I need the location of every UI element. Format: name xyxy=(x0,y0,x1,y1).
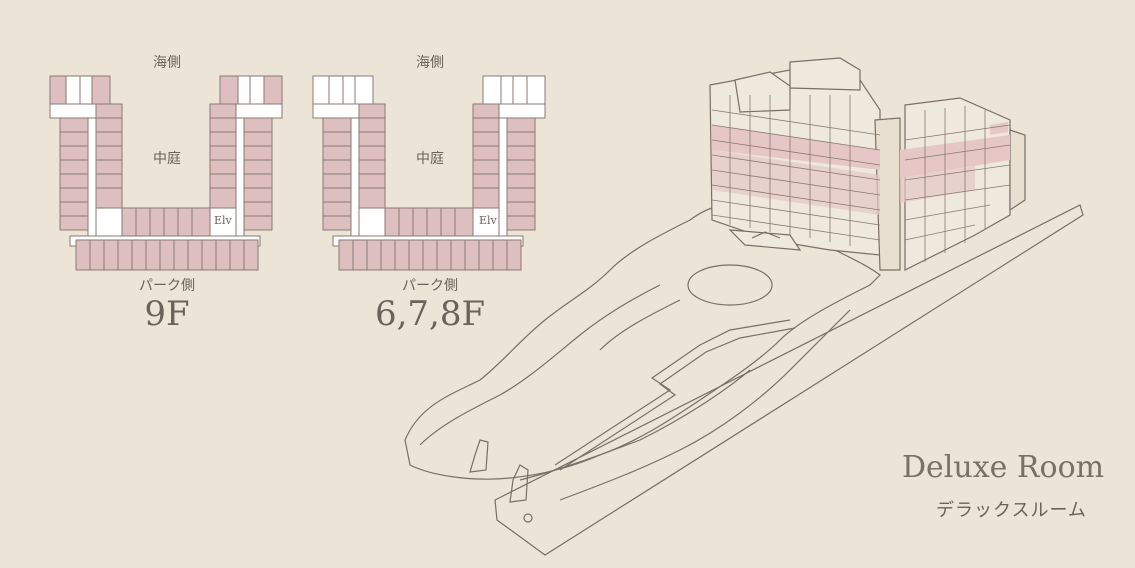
floor-label-9f: 9F xyxy=(144,294,190,334)
courtyard-label-678f: 中庭 xyxy=(416,151,444,167)
park-side-label-678f: パーク側 xyxy=(402,278,458,294)
floor-plan-9f xyxy=(49,75,283,271)
room-title: Deluxe Room xyxy=(902,450,1105,485)
room-subtitle: デラックスルーム xyxy=(936,500,1087,521)
floor-label-678f: 6,7,8F xyxy=(374,294,486,334)
floor-plan-6-7-8f xyxy=(312,75,546,271)
courtyard-label-9f: 中庭 xyxy=(153,151,181,167)
park-side-label-9f: パーク側 xyxy=(139,278,195,294)
sea-side-label-9f: 海側 xyxy=(153,55,181,71)
elevator-label-9f: Elv xyxy=(214,214,232,227)
sea-side-label-678f: 海側 xyxy=(416,55,444,71)
elevator-label-678f: Elv xyxy=(479,214,497,227)
